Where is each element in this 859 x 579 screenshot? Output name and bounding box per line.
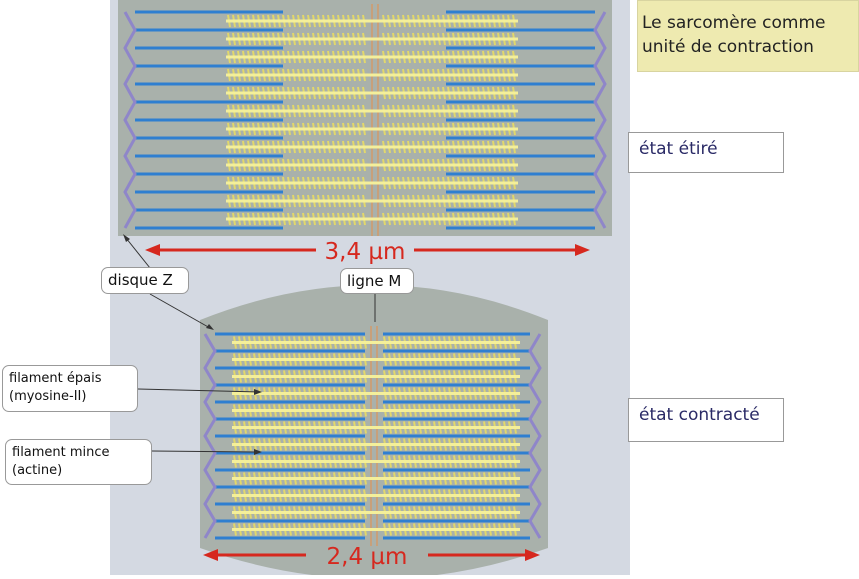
title-line-1: Le sarcomère comme [642,13,826,33]
thick-filament-label: filament épais (myosine-II) [2,365,138,412]
contracted-state-label: état contracté [628,398,784,442]
thick-filament-label-line-2: (myosine-II) [9,389,87,404]
z-disc-left [203,333,217,539]
m-line-label: ligne M [340,268,414,294]
z-disc-left [123,11,137,229]
stretched-length-label: 3,4 µm [325,239,406,265]
contracted-sarcomere [200,285,548,579]
thick-filament-leader [137,388,259,393]
thick-filament-label-line-1: filament épais [9,371,102,386]
stretched-state-label: état étiré [628,132,784,173]
leader-arrowheads [123,234,262,455]
z-disc-leader-bottom [149,293,211,329]
contracted-length-arrow: 2,4 µm [203,544,540,570]
title-line-2: unité de contraction [642,37,814,57]
z-disc-right [528,333,542,539]
z-disc-leader-top [125,237,151,269]
z-disc-label: disque Z [101,267,189,294]
z-disc-right [593,11,607,229]
stretched-sarcomere [118,0,612,236]
title-box: Le sarcomère comme unité de contraction [637,0,859,72]
contracted-length-label: 2,4 µm [327,544,408,570]
thin-filament-label-line-2: (actine) [12,463,63,478]
stretched-length-arrow: 3,4 µm [145,239,590,265]
thin-filament-label-line-1: filament mince [12,445,110,460]
thin-filament-label: filament mince (actine) [5,439,152,485]
thin-filament-leader [151,450,259,453]
leader-lines [125,237,376,453]
